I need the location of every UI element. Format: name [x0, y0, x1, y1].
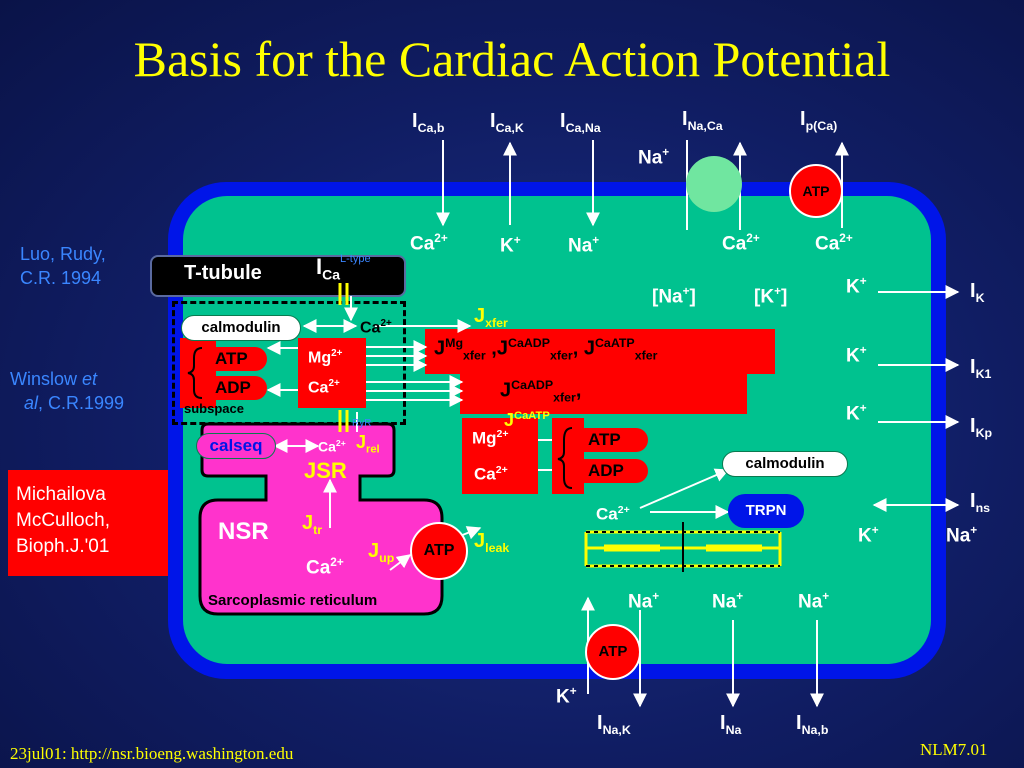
ion-na-bottom-2: Na+ [712, 590, 744, 613]
ca-myo: Ca2+ [474, 464, 508, 484]
label-j-xfer: Jxfer [474, 305, 508, 330]
slide-title: Basis for the Cardiac Action Potential [133, 31, 891, 87]
label-i-na-b: INa,b [796, 712, 829, 737]
ion-ca-naca: Ca2+ [722, 232, 760, 255]
citation-italic: al [24, 393, 39, 413]
nsr-label: NSR [218, 518, 269, 545]
label-i-ca-b: ICa,b [412, 110, 445, 135]
label-j-caatp: JCaATP [504, 410, 550, 430]
citation-line: McCulloch, [16, 510, 110, 531]
j-caadp-box [460, 372, 747, 414]
label-i-kp: IKp [970, 415, 993, 440]
serca-pump-atp: ATP [410, 522, 468, 580]
footer-code: NLM7.01 [920, 740, 988, 759]
jsr-label: JSR [304, 458, 347, 483]
label-i-p-ca: Ip(Ca) [800, 108, 838, 133]
subspace-label: subspace [184, 401, 244, 416]
label-i-na-k: INa,K [597, 712, 631, 737]
citation-luo-rudy: Luo, Rudy, C.R. 1994 [20, 242, 106, 290]
calseq-label: calseq [196, 433, 276, 459]
label-i-ca-k: ICa,K [490, 110, 524, 135]
ion-ca-nsr: Ca2+ [306, 556, 344, 579]
ion-ca-subspace: Ca2+ [360, 318, 392, 337]
ca-subspace-box: Ca2+ [308, 378, 340, 397]
label-j-leak: Jleak [474, 530, 510, 555]
citation-winslow: Winslow et al, C.R.1999 [10, 367, 124, 415]
t-tubule-label: T-tubule [184, 262, 262, 284]
atp-pill: ATP [205, 347, 267, 371]
subspace-region [172, 301, 406, 425]
label-i-ns: Ins [970, 490, 991, 515]
myo-mg-ca-box [462, 418, 538, 494]
label-j-caadp: JCaADPxfer, [500, 378, 582, 405]
ion-ca-pump: Ca2+ [815, 232, 853, 255]
label-i-ca-l: ICa [316, 254, 341, 283]
ryr-label: RyR [352, 418, 372, 429]
label-i-na-ca: INa,Ca [682, 108, 723, 133]
ion-na-bottom-3: Na+ [798, 590, 830, 613]
ion-na-ins: Na+ [946, 524, 978, 547]
t-tubule [150, 255, 406, 297]
mg-myo: Mg2+ [472, 428, 509, 448]
ion-na-bottom-1: Na+ [628, 590, 660, 613]
label-i-na: INa [720, 712, 742, 737]
citation-text: , C.R.1999 [38, 393, 125, 413]
l-type-label: L-type [340, 253, 371, 265]
ion-k: K+ [500, 234, 521, 257]
j-xfer-buffer-box [425, 329, 775, 374]
citation-line: Bioph.J.'01 [16, 536, 110, 557]
ca-pump-atp: ATP [789, 164, 843, 218]
label-j-up: Jup [368, 540, 395, 565]
label-i-ca-na: ICa,Na [560, 110, 601, 135]
citation-text: Winslow [10, 369, 83, 389]
mg-subspace: Mg2+ [308, 348, 343, 367]
calmodulin-myo: calmodulin [722, 451, 848, 477]
adp-pill: ADP [578, 459, 648, 483]
ion-na: Na+ [568, 234, 600, 257]
adp-pill: ADP [205, 376, 267, 400]
citation-line: C.R. 1994 [20, 268, 102, 288]
conc-k: [K+] [754, 285, 788, 308]
sarcoplasmic-reticulum-label: Sarcoplasmic reticulum [208, 592, 378, 609]
ion-k-bottom: K+ [556, 685, 577, 708]
label-j-tr: Jtr [302, 512, 323, 537]
label-i-k: IK [970, 280, 985, 305]
citation-italic: et [82, 369, 98, 389]
citation-line: Luo, Rudy, [20, 244, 106, 264]
label-j-rel: Jrel [356, 432, 380, 456]
na-k-pump-atp: ATP [585, 624, 641, 680]
label-na-outside: Na+ [638, 146, 670, 169]
ion-k-ikp: K+ [846, 402, 867, 425]
ion-k-ins: K+ [858, 524, 879, 547]
footer-url: 23jul01: http://nsr.bioeng.washington.ed… [10, 744, 294, 763]
trpn-label: TRPN [728, 494, 804, 528]
label-i-k1: IK1 [970, 356, 992, 381]
label-j-mg-caadp-caatp: JMgxfer ,JCaADPxfer, JCaATPxfer [434, 336, 658, 363]
citation-michailova-box: Michailova McCulloch, Bioph.J.'01 [8, 470, 168, 576]
citation-line: Michailova [16, 484, 106, 505]
atp-pill: ATP [578, 428, 648, 452]
ion-ca-myo: Ca2+ [596, 504, 630, 524]
na-ca-exchanger [686, 156, 742, 212]
ion-ca-b: Ca2+ [410, 232, 448, 255]
ion-k-ik1: K+ [846, 344, 867, 367]
conc-na: [Na+] [652, 285, 696, 308]
ion-k-ik: K+ [846, 275, 867, 298]
ion-ca-jsr: Ca2+ [318, 438, 346, 455]
subspace-mg-ca-box [298, 338, 366, 408]
calmodulin-subspace: calmodulin [181, 315, 301, 341]
